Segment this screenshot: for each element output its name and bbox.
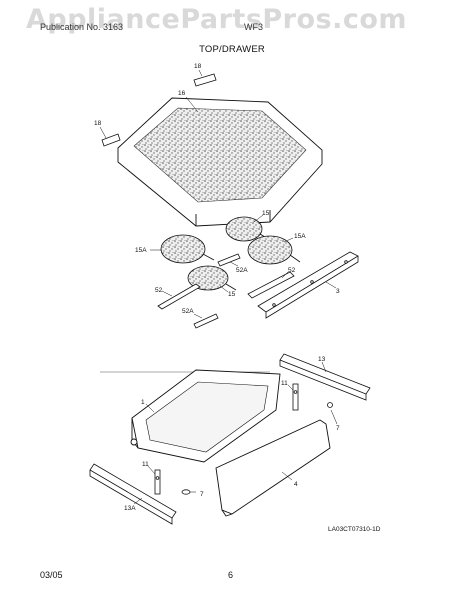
callout-7-right: 7 xyxy=(336,425,340,432)
callout-13: 13 xyxy=(318,356,326,363)
drawer-roller-right xyxy=(292,383,299,411)
section-title: TOP/DRAWER xyxy=(199,44,265,55)
drawer-roller-left xyxy=(154,469,161,495)
callout-leader-lines xyxy=(99,69,338,505)
callout-3: 3 xyxy=(336,288,340,295)
model-number: WF3 xyxy=(244,22,263,32)
callout-52A-low: 52A xyxy=(182,308,194,315)
element-bracket-left xyxy=(157,283,201,310)
callout-4: 4 xyxy=(294,481,298,488)
cooktop-hinge-top xyxy=(193,73,217,87)
callout-52-left: 52 xyxy=(155,287,163,294)
callout-52A-mid: 52A xyxy=(236,267,248,274)
callout-15A-right: 15A xyxy=(294,233,306,240)
surface-element-left xyxy=(160,234,215,264)
callout-15-low: 15 xyxy=(228,291,236,298)
callout-15A-left: 15A xyxy=(135,247,147,254)
drawing-code: LA03CT07310-1D xyxy=(328,526,381,533)
callout-1: 1 xyxy=(141,399,145,406)
footer-date: 03/05 xyxy=(40,570,63,580)
page-number: 6 xyxy=(228,570,234,580)
watermark: AppliancePartsPros.com xyxy=(26,4,408,35)
publication-number: Publication No. 3163 xyxy=(40,22,124,32)
surface-element-bottom xyxy=(187,265,237,291)
cooktop-hinge-left xyxy=(101,133,121,147)
callout-7-low: 7 xyxy=(200,491,204,498)
drawer-front-panel xyxy=(215,419,331,517)
element-bracket-low xyxy=(193,313,219,329)
storage-drawer xyxy=(130,369,281,463)
surface-element-right xyxy=(247,235,301,265)
callout-52-mid: 52 xyxy=(288,267,296,274)
cooktop-glass-top xyxy=(117,97,323,227)
element-bracket-right xyxy=(247,271,295,299)
front-support-rail xyxy=(257,251,359,319)
drawer-screw-right xyxy=(327,402,333,408)
drawer-screw-left xyxy=(181,489,191,495)
callout-18-top: 18 xyxy=(194,63,202,70)
callout-16: 16 xyxy=(178,90,186,97)
callout-13A: 13A xyxy=(124,505,136,512)
drawer-rail-right xyxy=(279,353,371,401)
element-bracket-mid xyxy=(217,253,241,267)
callout-15-top: 15 xyxy=(262,210,270,217)
callout-11-left: 11 xyxy=(142,461,149,468)
callout-18-left: 18 xyxy=(94,120,102,127)
drawer-rail-left xyxy=(89,463,177,525)
callout-11-right: 11 xyxy=(281,380,288,387)
